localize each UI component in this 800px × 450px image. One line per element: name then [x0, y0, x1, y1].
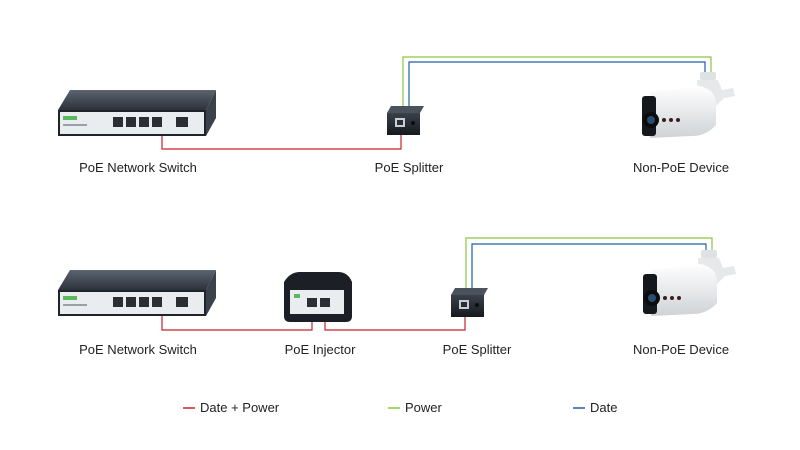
cable-power-bottom [465, 237, 713, 296]
camera-top [642, 72, 735, 138]
legend-date: Date [590, 400, 617, 415]
label-switch-top: PoE Network Switch [79, 160, 197, 175]
cable-power-top [402, 56, 712, 108]
legend-label-date: Date [590, 400, 618, 415]
label-device-bottom: Non-PoE Device [632, 342, 730, 357]
poe-splitter-top [387, 106, 424, 135]
camera-bottom [643, 250, 736, 316]
poe-switch-top [58, 90, 216, 136]
legend-label-power: Power [405, 400, 442, 415]
label-device-top: Non-PoE Device [632, 160, 730, 175]
poe-injector [284, 272, 352, 322]
legend-power: Power [405, 400, 442, 415]
legend-label-date-power: Date + Power [200, 400, 280, 415]
label-splitter-top: PoE Splitter [374, 160, 444, 175]
poe-splitter-bottom [451, 288, 488, 317]
label-injector: PoE Injector [284, 342, 356, 357]
cable-date-top [408, 61, 706, 108]
legend-date-power: Date + Power [200, 400, 279, 415]
label-switch-bottom: PoE Network Switch [79, 342, 197, 357]
label-splitter-bottom: PoE Splitter [442, 342, 512, 357]
poe-switch-bottom [58, 270, 216, 316]
